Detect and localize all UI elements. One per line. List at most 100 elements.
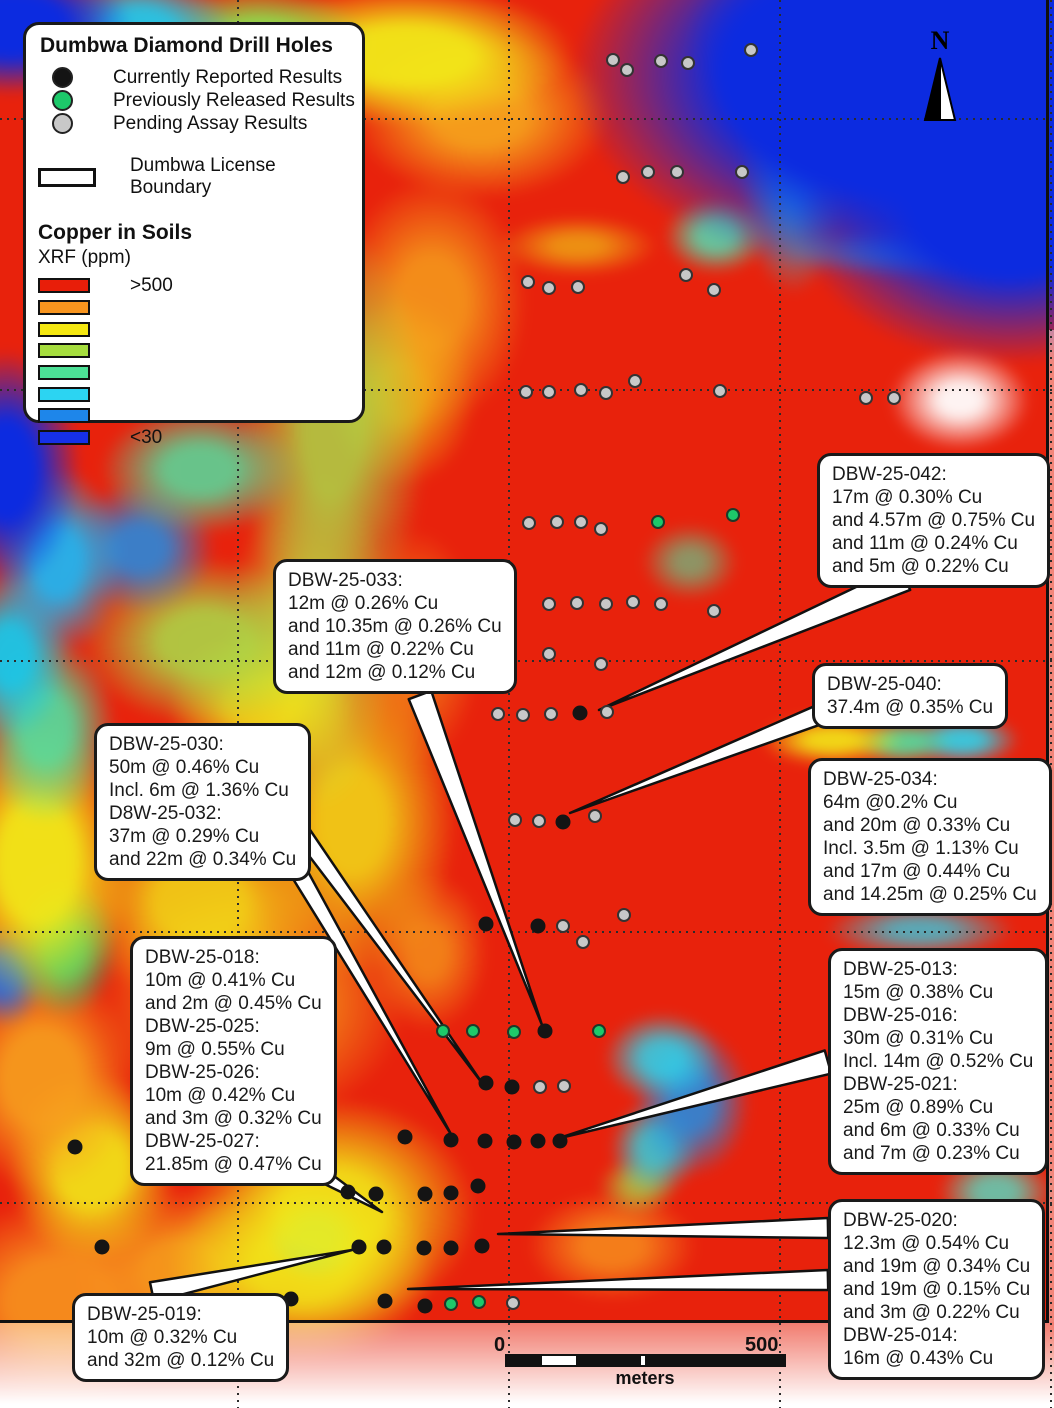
map-legend: Dumbwa Diamond Drill Holes Currently Rep… [23, 22, 365, 448]
color-ramp-swatch [38, 278, 90, 294]
gridline-vertical [779, 0, 781, 1408]
drill-hole-pending [599, 597, 613, 611]
callout-dbw-25-040: DBW-25-040:37.4m @ 0.35% Cu [812, 663, 1009, 729]
drill-hole-pending [679, 268, 693, 282]
legend-item: Currently Reported Results [52, 66, 362, 89]
drill-hole-pending [533, 1080, 547, 1094]
callout-line: DBW-25-019: [87, 1304, 202, 1325]
north-arrow: N [915, 28, 965, 129]
drill-hole-pending [626, 595, 640, 609]
drill-hole-symbol-icon [52, 67, 73, 88]
drill-hole-previously-released [466, 1024, 480, 1038]
drill-hole-pending [570, 596, 584, 610]
drill-hole-pending [576, 935, 590, 949]
drill-hole-pending [735, 165, 749, 179]
callout-line: DBW-25-034: [823, 769, 938, 790]
callout-leader [148, 1248, 354, 1304]
color-ramp-row [38, 362, 362, 384]
drill-hole-pending [670, 165, 684, 179]
drill-hole-pending [594, 522, 608, 536]
legend-item: Previously Released Results [52, 89, 362, 112]
legend-item-label: Previously Released Results [113, 89, 355, 111]
drill-hole-previously-released [507, 1025, 521, 1039]
callout-line: and 11m @ 0.24% Cu [832, 533, 1018, 554]
drill-hole-pending [544, 707, 558, 721]
drill-hole-reported [530, 1133, 546, 1149]
drill-hole-pending [516, 708, 530, 722]
drill-hole-pending [542, 597, 556, 611]
drill-hole-pending [556, 919, 570, 933]
callout-line: and 6m @ 0.33% Cu [843, 1120, 1020, 1141]
drill-hole-pending [654, 54, 668, 68]
callout-line: 37m @ 0.29% Cu [109, 826, 260, 847]
callout-line: 30m @ 0.31% Cu [843, 1028, 994, 1049]
callout-line: and 3m @ 0.32% Cu [145, 1108, 322, 1129]
callout-line: DBW-25-026: [145, 1062, 260, 1083]
callout-line: 15m @ 0.38% Cu [843, 982, 994, 1003]
drill-hole-reported [478, 1075, 494, 1091]
drill-hole-reported [504, 1079, 520, 1095]
drill-hole-pending [744, 43, 758, 57]
callout-line: and 17m @ 0.44% Cu [823, 861, 1011, 882]
color-ramp-swatch [38, 430, 90, 446]
drill-hole-pending [571, 280, 585, 294]
callout-line: and 7m @ 0.23% Cu [843, 1143, 1020, 1164]
drill-hole-pending [887, 391, 901, 405]
color-ramp-swatch [38, 386, 90, 402]
scale-segment [576, 1356, 642, 1365]
gridline-horizontal [0, 660, 1054, 662]
drill-hole-reported [377, 1293, 393, 1309]
callout-line: DBW-25-021: [843, 1074, 958, 1095]
callout-line: and 2m @ 0.45% Cu [145, 993, 322, 1014]
callout-line: 10m @ 0.41% Cu [145, 970, 296, 991]
drill-hole-pending [620, 63, 634, 77]
license-boundary-swatch [38, 167, 96, 187]
drill-hole-pending [542, 647, 556, 661]
color-ramp-row [38, 383, 362, 405]
scale-segment [645, 1356, 784, 1365]
legend-item: Pending Assay Results [52, 112, 362, 135]
drill-hole-reported [397, 1129, 413, 1145]
drill-hole-reported [474, 1238, 490, 1254]
color-ramp-swatch [38, 343, 90, 359]
callout-line: DBW-25-016: [843, 1005, 958, 1026]
drill-hole-pending [508, 813, 522, 827]
drill-hole-symbol-icon [52, 113, 73, 134]
drill-hole-previously-released [436, 1024, 450, 1038]
drill-hole-pending [522, 516, 536, 530]
drill-hole-pending [557, 1079, 571, 1093]
color-ramp-label: <30 [130, 426, 163, 448]
north-arrow-icon [923, 57, 957, 121]
callout-line: 64m @0.2% Cu [823, 792, 958, 813]
callout-line: and 4.57m @ 0.75% Cu [832, 510, 1036, 531]
drill-hole-pending [713, 384, 727, 398]
legend-boundary-row: Dumbwa License Boundary [38, 155, 362, 199]
license-boundary-east [1046, 0, 1049, 1322]
drill-hole-pending [588, 809, 602, 823]
drill-hole-previously-released [592, 1024, 606, 1038]
callout-line: 9m @ 0.55% Cu [145, 1039, 285, 1060]
gridline-horizontal [0, 118, 1054, 120]
callout-line: and 3m @ 0.22% Cu [843, 1302, 1020, 1323]
callout-line: DBW-25-020: [843, 1210, 958, 1231]
color-ramp-label: >500 [130, 274, 173, 296]
color-ramp: >500 <30 [26, 275, 362, 449]
callout-line: Incl. 3.5m @ 1.13% Cu [823, 838, 1019, 859]
drill-hole-pending [599, 386, 613, 400]
drill-hole-pending [506, 1296, 520, 1310]
callout-line: 16m @ 0.43% Cu [843, 1348, 994, 1369]
drill-hole-pending [594, 657, 608, 671]
drill-hole-pending [574, 515, 588, 529]
drill-hole-pending [617, 908, 631, 922]
drill-hole-pending [606, 53, 620, 67]
drill-hole-pending [681, 56, 695, 70]
drill-hole-previously-released [472, 1295, 486, 1309]
color-ramp-row: >500 [38, 275, 362, 297]
callout-line: 10m @ 0.42% Cu [145, 1085, 296, 1106]
drill-hole-previously-released [651, 515, 665, 529]
